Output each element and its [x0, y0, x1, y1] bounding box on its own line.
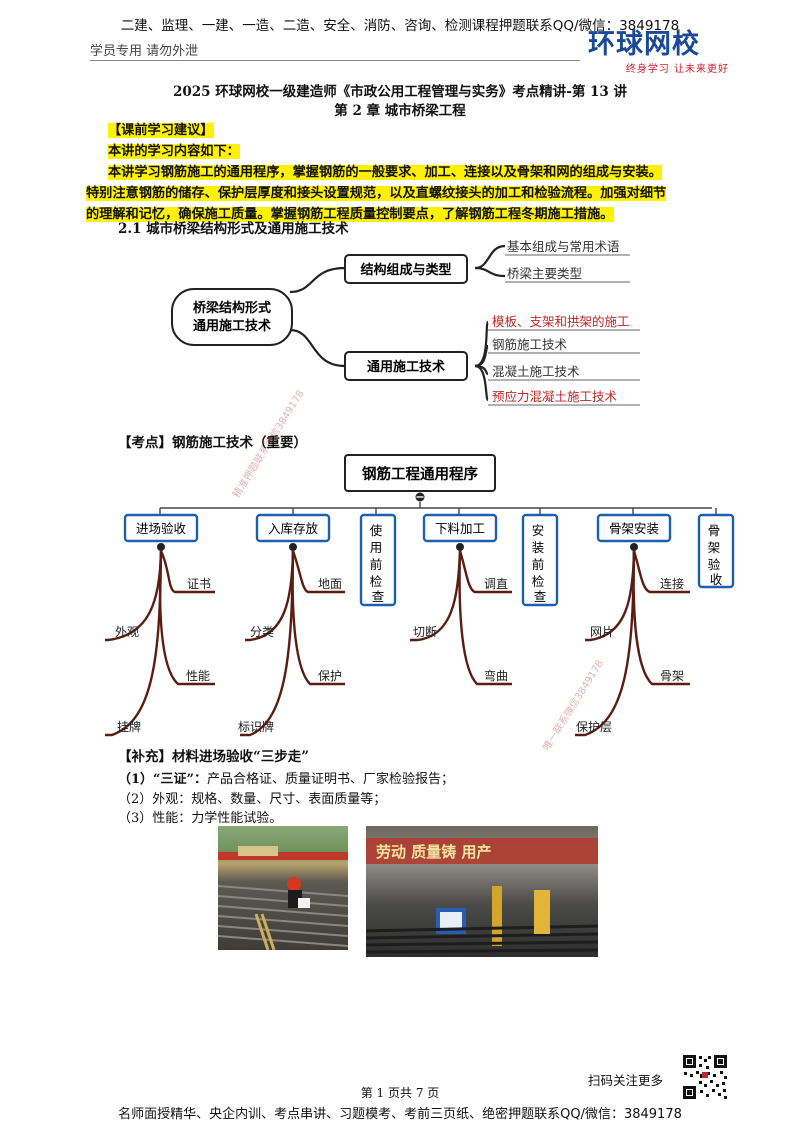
- mindmap1-branch2-label: 通用施工技术: [367, 359, 445, 375]
- advice-line-3: 的理解和记忆，确保施工质量。掌握钢筋工程质量控制要点，了解钢筋工程冬期施工措施。: [86, 207, 614, 222]
- step-box-frame-acceptance: [697, 513, 735, 589]
- mindmap1-leaf-formwork: 模板、支架和拱架的施工: [492, 314, 630, 329]
- section-2-1-heading: 2.1 城市桥梁结构形式及通用施工技术: [118, 221, 349, 237]
- advice-text: 本讲学习钢筋施工的通用程序，掌握钢筋的一般要求、加工、连接以及骨架和网的组成与安…: [108, 162, 720, 183]
- supplement-item-1-text: 产品合格证、质量证明书、厂家检验报告；: [207, 772, 455, 787]
- step-box-pre-use-check: [359, 513, 397, 607]
- kaodian-heading: 【考点】钢筋施工技术（重要）: [118, 435, 307, 451]
- leaf-sign: 标识牌: [238, 720, 274, 734]
- leaf-mesh: 网片: [590, 625, 614, 639]
- step-box-incoming-inspection: [123, 513, 199, 543]
- leaf-tagging: 挂牌: [117, 720, 141, 734]
- page-number: 第 1 页共 7 页: [360, 1086, 440, 1100]
- qr-label: 扫码关注更多: [588, 1073, 664, 1088]
- step-label-incoming-inspection: 进场验收: [136, 521, 187, 536]
- leaf-classification: 分类: [250, 625, 274, 639]
- mindmap1-branch1-label: 结构组成与类型: [360, 262, 451, 278]
- advice-block: 【课前学习建议】 本讲的学习内容如下：: [108, 120, 713, 162]
- mindmap1-root-line1: 桥梁结构形式: [193, 300, 271, 316]
- mindmap2-root-node: [344, 454, 496, 492]
- mindmap1-leaf-prestressed: 预应力混凝土施工技术: [492, 389, 618, 404]
- step-box-storage: [255, 513, 331, 543]
- mindmap1-branch1-node: [344, 254, 468, 284]
- footer-contact-line: 名师面授精华、央企内训、考点串讲、习题模考、考前三页纸、绝密押题联系QQ/微信：…: [118, 1107, 682, 1122]
- step-label-cutting: 下料加工: [435, 521, 485, 536]
- leaf-protection: 保护: [318, 669, 342, 683]
- chapter-title: 第 2 章 城市桥梁工程: [334, 103, 466, 119]
- step-box-pre-install-check: [521, 513, 559, 607]
- leaf-straightening: 调直: [484, 577, 508, 591]
- step-label-storage: 入库存放: [268, 521, 319, 536]
- logo-text: 环球网校: [588, 29, 700, 60]
- step-label-frame-acceptance: 骨 架 验 收: [708, 523, 725, 587]
- photo-banner-text: 劳动 质量铸 用产: [376, 843, 491, 861]
- leaf-cutting: 切断: [413, 624, 437, 639]
- header-student-note: 学员专用 请勿外泄: [90, 44, 199, 59]
- leaf-connection: 连接: [660, 576, 684, 591]
- leaf-performance: 性能: [186, 669, 210, 683]
- leaf-ground: 地面: [318, 577, 342, 591]
- advice-line-2: 特别注意钢筋的储存、保护层厚度和接头设置规范，以及直螺纹接头的加工和检验流程。加…: [86, 186, 667, 201]
- step-label-pre-install-check: 安 装 前 检 查: [532, 523, 549, 604]
- leaf-cover-layer: 保护层: [576, 720, 612, 734]
- advice-intro: 本讲的学习内容如下：: [108, 144, 240, 159]
- advice-line-1: 本讲学习钢筋施工的通用程序，掌握钢筋的一般要求、加工、连接以及骨架和网的组成与安…: [108, 165, 662, 180]
- advice-heading: 【课前学习建议】: [108, 123, 214, 138]
- mindmap1-leaf-concrete: 混凝土施工技术: [492, 364, 580, 379]
- supplement-item-1: （1）“三证”：产品合格证、质量证明书、厂家检验报告；: [118, 768, 454, 787]
- step-box-frame-install: [596, 513, 672, 543]
- supplement-item-3: （3）性能：力学性能试验。: [118, 811, 283, 826]
- leaf-frame: 骨架: [660, 669, 684, 683]
- header-divider: [90, 60, 580, 61]
- rebar-inspection-photo: [218, 826, 348, 950]
- document-title: 2025 环球网校一级建造师《市政公用工程管理与实务》考点精讲-第 13 讲: [172, 84, 628, 100]
- logo-slogan: 终身学习 让未来更好: [625, 64, 729, 75]
- supplement-heading: 【补充】材料进场验收“三步走”: [118, 749, 310, 765]
- mindmap1-leaf-basic-terms: 基本组成与常用术语: [507, 239, 620, 254]
- supplement-item-1-label: （1）“三证”：: [118, 772, 208, 787]
- mindmap1-branch2-node: [344, 351, 468, 381]
- supplement-item-2: （2）外观：规格、数量、尺寸、表面质量等；: [118, 792, 387, 807]
- mindmap1-root-line2: 通用施工技术: [193, 318, 271, 334]
- advice-text-cont: 特别注意钢筋的储存、保护层厚度和接头设置规范，以及直螺纹接头的加工和检验流程。加…: [86, 183, 726, 225]
- leaf-bending: 弯曲: [484, 668, 508, 683]
- mindmap2-root-label: 钢筋工程通用程序: [362, 465, 478, 483]
- step-label-pre-use-check: 使 用 前 检 查: [370, 523, 387, 604]
- leaf-appearance: 外观: [115, 625, 139, 639]
- mindmap1-leaf-rebar: 钢筋施工技术: [492, 337, 568, 352]
- qr-code-icon[interactable]: [682, 1054, 728, 1100]
- mindmap1-root-node: [171, 288, 293, 346]
- brand-logo: 环球网校 终身学习 让未来更好: [588, 30, 733, 78]
- rebar-storage-photo: 劳动 质量铸 用产: [366, 826, 598, 957]
- step-label-frame-install: 骨架安装: [609, 521, 659, 536]
- mindmap1-leaf-bridge-types: 桥梁主要类型: [507, 266, 582, 281]
- header-contact-line: 二建、监理、一建、一造、二造、安全、消防、咨询、检测课程押题联系QQ/微信：38…: [120, 18, 680, 34]
- leaf-certificate: 证书: [187, 577, 211, 591]
- step-box-cutting: [422, 513, 498, 543]
